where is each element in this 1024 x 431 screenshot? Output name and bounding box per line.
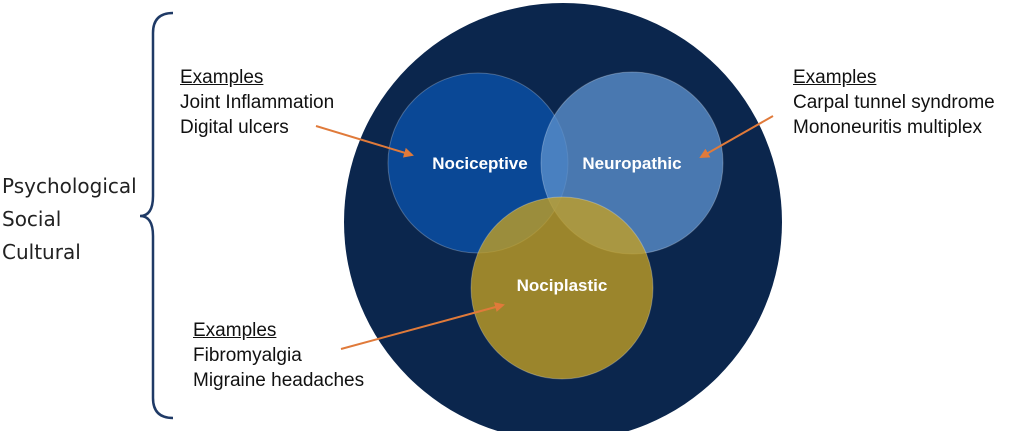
example-item: Digital ulcers — [180, 117, 289, 138]
example-item: Fibromyalgia — [193, 345, 302, 366]
example-item: Joint Inflammation — [180, 92, 335, 113]
factor-cultural: Cultural — [2, 240, 81, 264]
nociplastic-arrow — [340, 302, 505, 350]
nociceptive-label: Nociceptive — [432, 154, 527, 173]
nociplastic-circle — [470, 196, 654, 380]
neuropathic-label: Neuropathic — [582, 154, 681, 173]
curly-bracket — [139, 11, 174, 420]
example-item: Carpal tunnel syndrome — [793, 92, 995, 113]
examples-heading: Examples — [180, 67, 264, 88]
example-item: Mononeuritis multiplex — [793, 117, 983, 138]
example-item: Migraine headaches — [193, 370, 365, 391]
nociceptive-arrow — [315, 125, 414, 158]
factor-social: Social — [2, 207, 62, 231]
factor-psychological: Psychological — [2, 174, 137, 198]
nociplastic-label: Nociplastic — [517, 276, 608, 295]
examples-heading: Examples — [793, 67, 877, 88]
neuropathic-arrow — [699, 115, 774, 158]
examples-heading: Examples — [193, 320, 277, 341]
